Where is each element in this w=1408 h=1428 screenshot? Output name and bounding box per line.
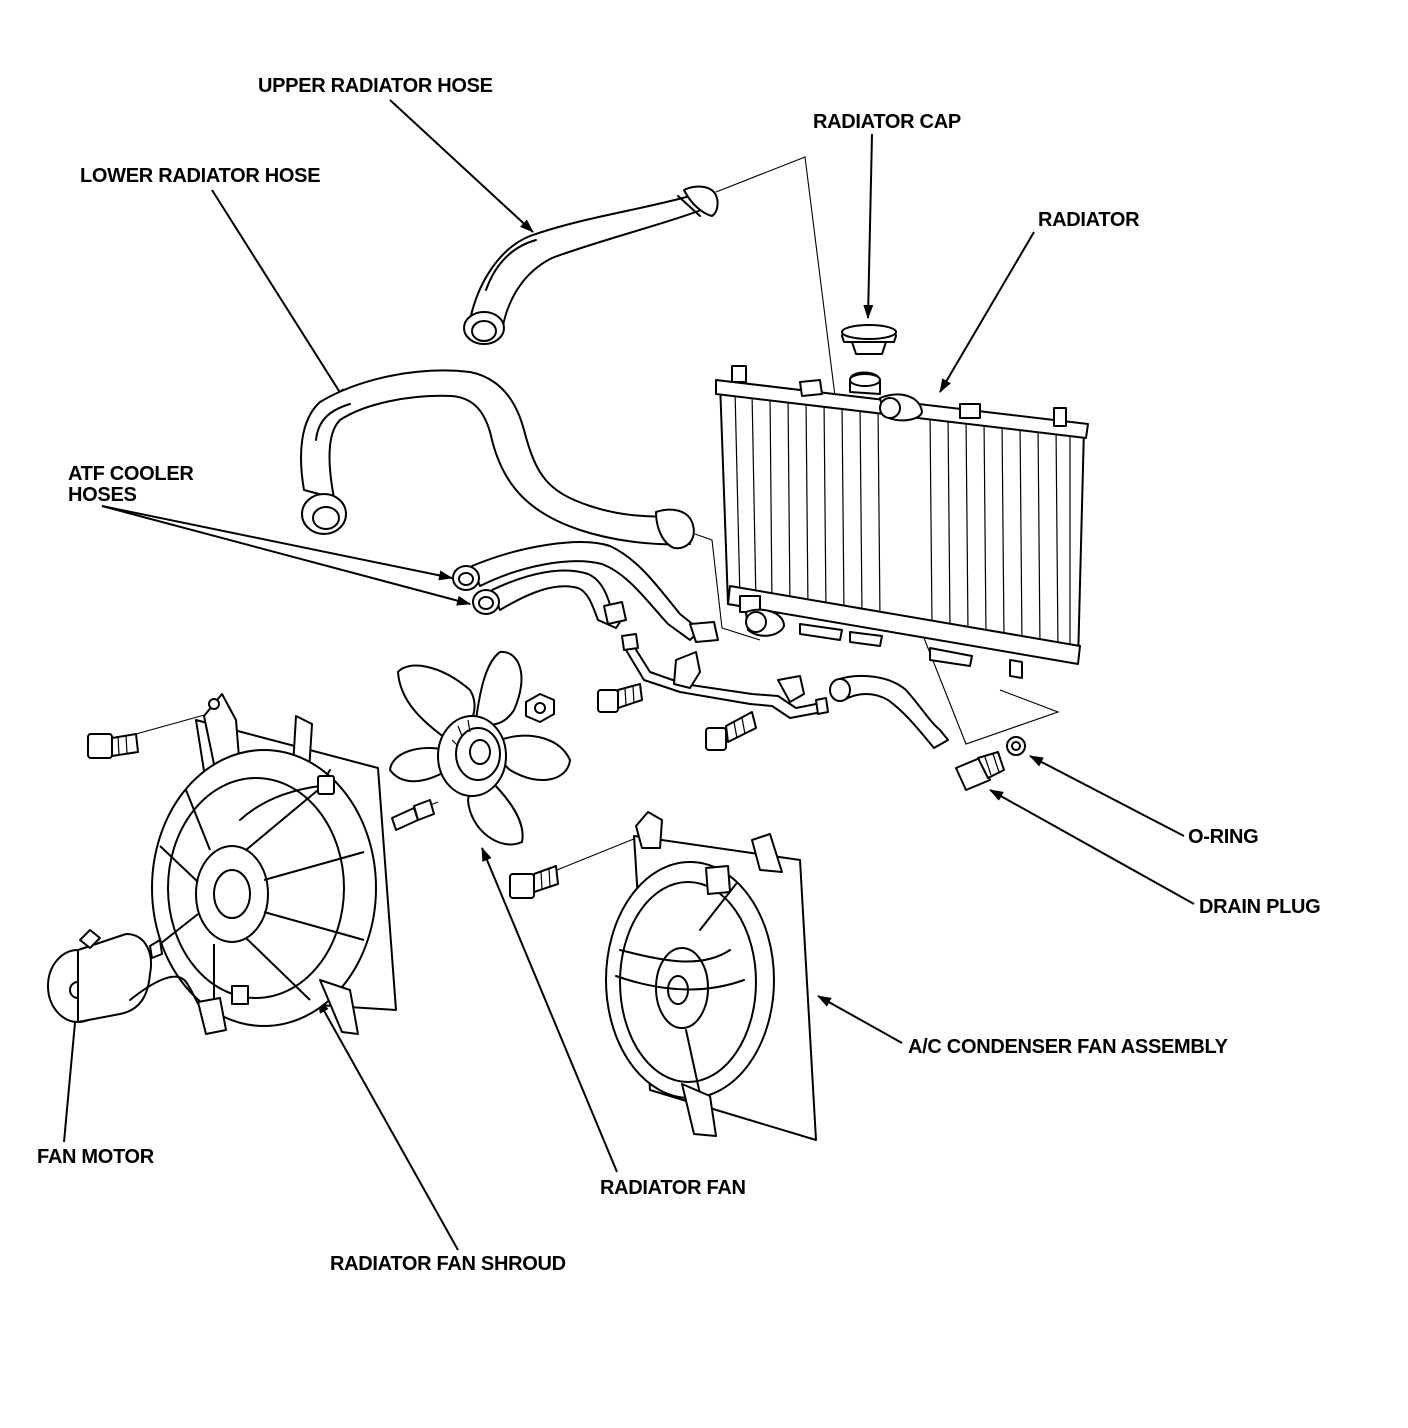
mounting-bolts xyxy=(87,683,757,899)
bolt-condenser xyxy=(509,865,559,899)
radiator-fan xyxy=(389,650,571,846)
radiator xyxy=(715,365,1089,679)
radiator-cap xyxy=(841,324,897,355)
leader-radiator xyxy=(939,231,1035,393)
o-ring xyxy=(1006,736,1026,756)
label-drain-plug: DRAIN PLUG xyxy=(1199,896,1320,918)
leader-radiator-fan xyxy=(481,847,618,1173)
bolt-shroud-side xyxy=(391,799,435,831)
label-radiator-fan-shroud: RADIATOR FAN SHROUD xyxy=(330,1253,566,1275)
bolt-middle xyxy=(705,711,757,751)
atf-cooler-hoses xyxy=(452,541,719,643)
leader-ac-condenser-fan-assembly xyxy=(817,995,903,1044)
leader-radiator-cap xyxy=(863,133,874,319)
label-lower-radiator-hose: LOWER RADIATOR HOSE xyxy=(80,165,320,187)
radiator-fan-shroud xyxy=(151,693,397,1035)
label-radiator: RADIATOR xyxy=(1038,209,1140,231)
label-atf-cooler-hoses-line1: ATF COOLER xyxy=(68,463,194,485)
bolt-fan-center xyxy=(597,683,643,713)
label-o-ring: O-RING xyxy=(1188,826,1258,848)
shroud-spokes xyxy=(159,789,365,1006)
leader-o-ring xyxy=(1029,755,1185,837)
radiator-core-fins xyxy=(734,389,1071,656)
small-coolant-hose xyxy=(829,674,949,749)
leader-lines xyxy=(63,99,1195,1251)
label-radiator-fan: RADIATOR FAN xyxy=(600,1177,746,1199)
label-ac-condenser-fan-assembly: A/C CONDENSER FAN ASSEMBLY xyxy=(908,1036,1229,1058)
fan-motor xyxy=(47,929,227,1035)
label-atf-cooler-hoses-line2: HOSES xyxy=(68,484,137,506)
nut xyxy=(525,693,555,723)
label-radiator-cap: RADIATOR CAP xyxy=(813,111,961,133)
upper-radiator-hose xyxy=(463,185,719,345)
drain-plug xyxy=(955,751,1005,791)
leader-atf-cooler-hose-upper xyxy=(101,505,453,581)
leader-drain-plug xyxy=(989,789,1195,905)
bolt-shroud-top xyxy=(87,733,139,759)
leader-atf-cooler-hose-lower xyxy=(101,505,471,606)
leader-upper-radiator-hose xyxy=(389,99,534,233)
leader-radiator-fan-shroud xyxy=(317,999,459,1251)
lower-radiator-hose xyxy=(300,369,695,550)
label-fan-motor: FAN MOTOR xyxy=(37,1146,155,1168)
atf-cooler-pipe xyxy=(621,633,829,719)
leader-lower-radiator-hose xyxy=(211,189,347,403)
ac-condenser-fan-assembly xyxy=(605,811,817,1141)
label-upper-radiator-hose: UPPER RADIATOR HOSE xyxy=(258,75,493,97)
